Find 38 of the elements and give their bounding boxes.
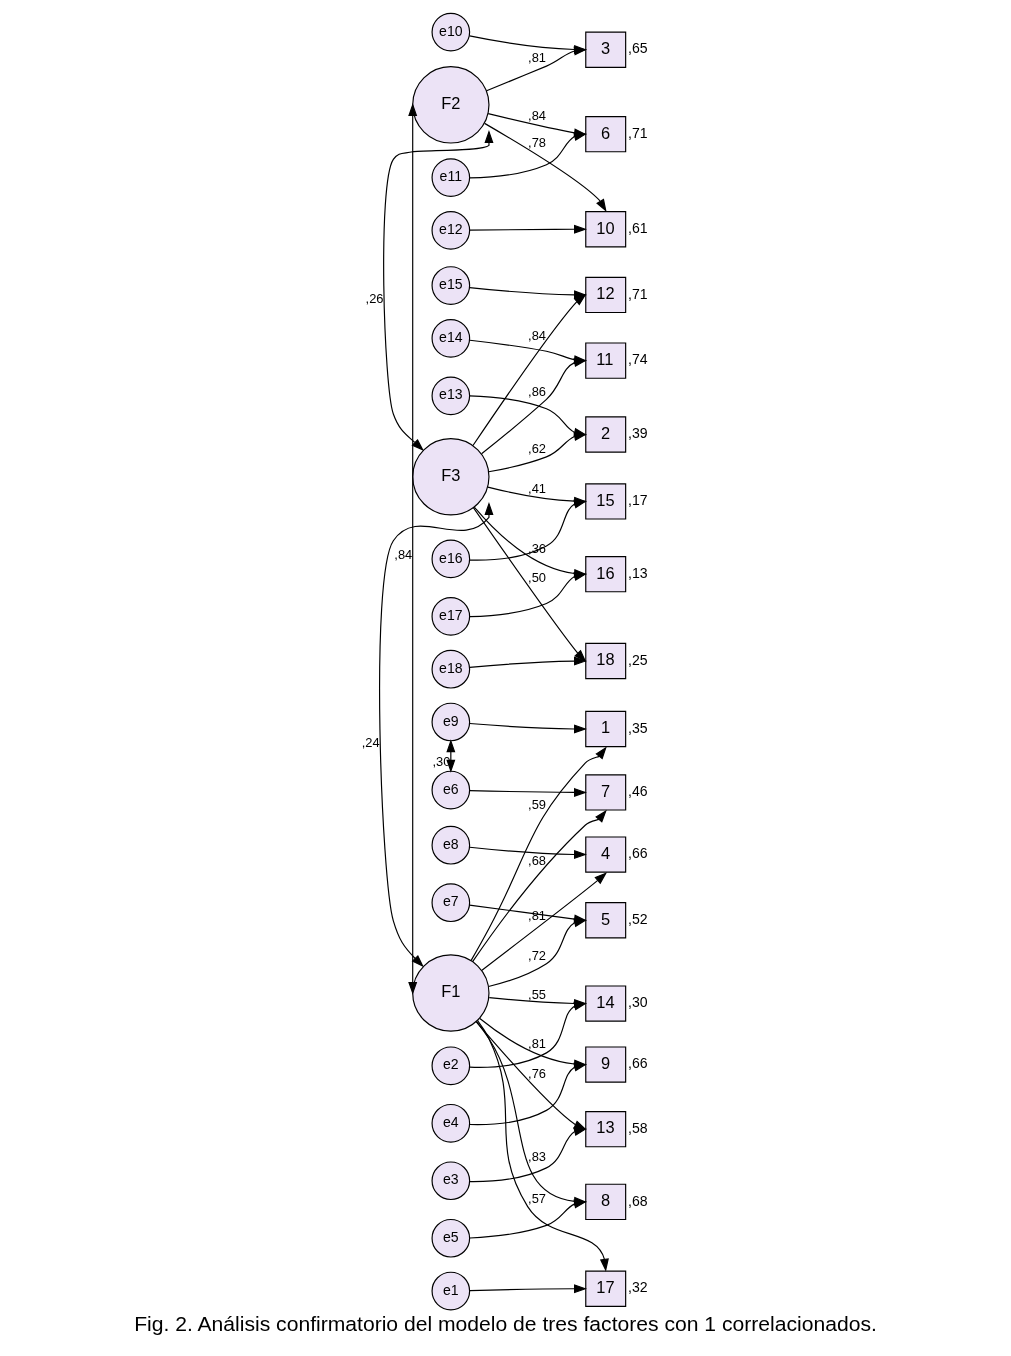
node-label: ,74 bbox=[628, 351, 648, 368]
edge-label: ,81 bbox=[528, 1035, 547, 1051]
node-label: ,46 bbox=[628, 783, 648, 800]
edge-label: ,84 bbox=[528, 107, 547, 123]
node-label: ,17 bbox=[628, 492, 648, 509]
caption: Fig. 2. Análisis confirmatorio del modelo de tres factores con 1 correlacionados. bbox=[134, 1312, 877, 1336]
edge-label: ,59 bbox=[528, 796, 547, 812]
node-label: ,66 bbox=[628, 1055, 648, 1072]
node-label: ,52 bbox=[628, 910, 648, 927]
edge-label: ,50 bbox=[528, 570, 547, 586]
node-label: ,13 bbox=[628, 564, 648, 581]
node-label: ,66 bbox=[628, 845, 648, 862]
edge-label: ,81 bbox=[528, 50, 547, 66]
edge-label: ,78 bbox=[528, 134, 547, 150]
node-label: ,25 bbox=[628, 651, 648, 668]
edge-label: ,84 bbox=[394, 547, 413, 563]
edge-label: ,26 bbox=[365, 290, 384, 306]
node-label: ,35 bbox=[628, 719, 648, 736]
edge-label: ,72 bbox=[528, 947, 547, 963]
edge-label: ,68 bbox=[528, 852, 547, 868]
node-label: ,68 bbox=[628, 1192, 648, 1209]
node-label: ,58 bbox=[628, 1119, 648, 1136]
edge-label: ,83 bbox=[528, 1148, 547, 1164]
edge-label: ,86 bbox=[528, 383, 547, 399]
edge-label: ,76 bbox=[528, 1066, 547, 1082]
node-label: ,71 bbox=[628, 124, 648, 141]
edge-label: ,41 bbox=[528, 480, 547, 496]
node-label: ,39 bbox=[628, 425, 648, 442]
edge-label: ,84 bbox=[528, 328, 547, 344]
node-label: ,61 bbox=[628, 219, 648, 236]
node-label: ,32 bbox=[628, 1279, 648, 1296]
edge-label: ,24 bbox=[361, 734, 380, 750]
edge-label: ,57 bbox=[528, 1190, 547, 1206]
node-label: ,65 bbox=[628, 40, 648, 57]
edge-label: ,55 bbox=[528, 986, 547, 1002]
node-label: ,71 bbox=[628, 285, 648, 302]
node-label: ,30 bbox=[628, 994, 648, 1011]
edge-label: ,62 bbox=[528, 441, 547, 457]
